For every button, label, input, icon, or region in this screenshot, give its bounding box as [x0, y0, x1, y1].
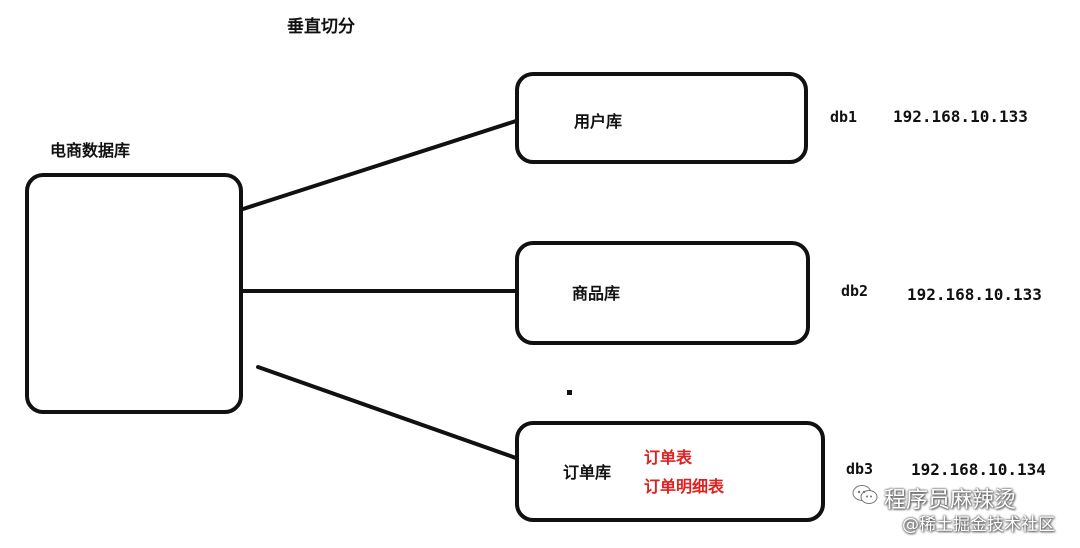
- product-db-name: 商品库: [572, 284, 621, 303]
- diagram-title: 垂直切分: [287, 17, 355, 37]
- user-db-box: [515, 72, 808, 164]
- ecommerce-db-box: [25, 173, 243, 414]
- db3-id: db3: [846, 460, 874, 478]
- order-db-box: [515, 421, 825, 522]
- user-db-name: 用户库: [574, 112, 623, 131]
- watermark-community: @稀土掘金技术社区: [902, 515, 1055, 535]
- db1-ip: 192.168.10.133: [893, 107, 1028, 126]
- source-db-label: 电商数据库: [50, 141, 131, 160]
- db1-id: db1: [830, 108, 858, 126]
- db2-id: db2: [841, 282, 869, 300]
- db2-ip: 192.168.10.133: [907, 285, 1042, 304]
- order-detail-table-label: 订单明细表: [644, 477, 725, 496]
- wechat-icon: [851, 484, 879, 506]
- order-table-label: 订单表: [644, 448, 693, 467]
- connector-user-db: [241, 119, 518, 211]
- connector-order-db: [256, 365, 518, 460]
- stray-dot: [567, 390, 572, 395]
- watermark-author: 程序员麻辣烫: [884, 488, 1017, 513]
- product-db-box: [515, 241, 810, 345]
- db3-ip: 192.168.10.134: [911, 460, 1046, 479]
- order-db-name: 订单库: [563, 463, 612, 482]
